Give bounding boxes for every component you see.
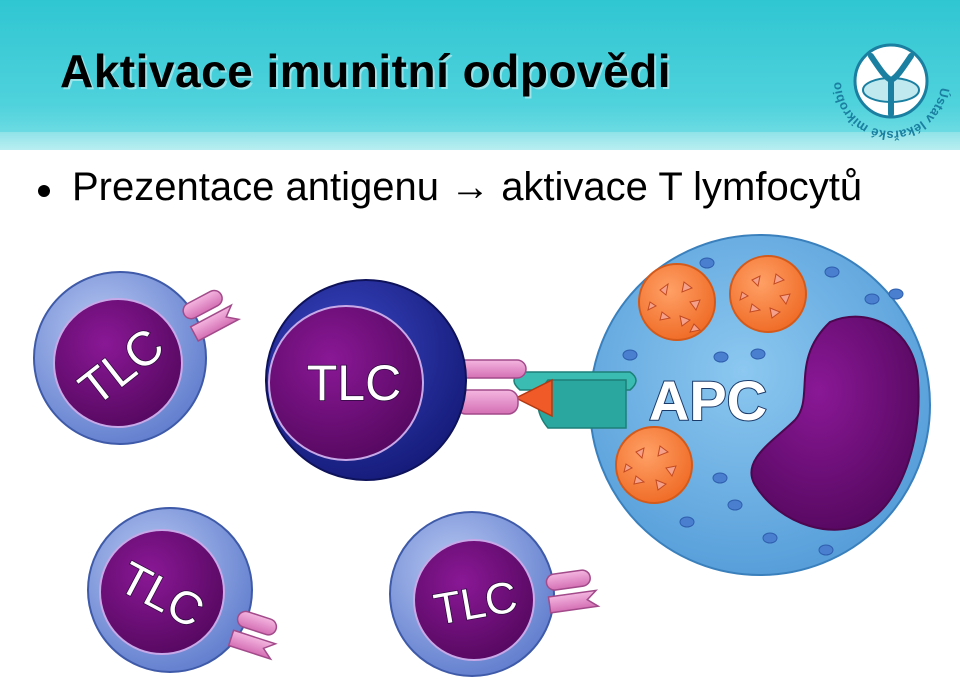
apc-nucleus: [750, 315, 920, 531]
bullet-dot-icon: [38, 185, 50, 197]
tlc-cell-top-left: TLC: [33, 271, 242, 445]
tlc-receptor: [182, 289, 242, 342]
title-banner-stripe: [0, 132, 960, 150]
t-cell-receptor-bound: [455, 359, 527, 415]
tlc-center-label: TLC: [307, 355, 401, 411]
bullet-point: Prezentace antigenu → aktivace T lymfocy…: [38, 165, 938, 217]
apc-label: APC: [649, 369, 767, 432]
tlc-cell-bottom-center: TLC: [389, 511, 601, 677]
tlc-cell-bottom-left: TLC: [87, 507, 278, 673]
apc-granule: [729, 255, 807, 333]
apc-cell: APC: [589, 234, 931, 576]
tlc-receptor: [227, 610, 278, 661]
bullet-text: Prezentace antigenu → aktivace T lymfocy…: [72, 165, 862, 210]
apc-granule: [638, 263, 716, 341]
title-banner: Aktivace imunitní odpovědi: [0, 0, 960, 150]
page-title: Aktivace imunitní odpovědi: [60, 45, 672, 97]
tlc-cell-activated: TLC: [265, 279, 467, 481]
antigen-presentation-diagram: APC TLC TLC TLC: [33, 234, 931, 677]
institute-logo: Ústav lékařské mikrobiologie 3. LF UK: [826, 16, 953, 143]
tlc-receptor: [545, 569, 601, 614]
bullet-text-after: aktivace T lymfocytů: [501, 165, 863, 209]
apc-granule: [615, 426, 693, 504]
antigen-peptide: [514, 378, 553, 418]
bullet-text-before: Prezentace antigenu: [72, 165, 439, 209]
apc-vesicles: [622, 257, 904, 556]
right-arrow-icon: →: [450, 165, 491, 209]
